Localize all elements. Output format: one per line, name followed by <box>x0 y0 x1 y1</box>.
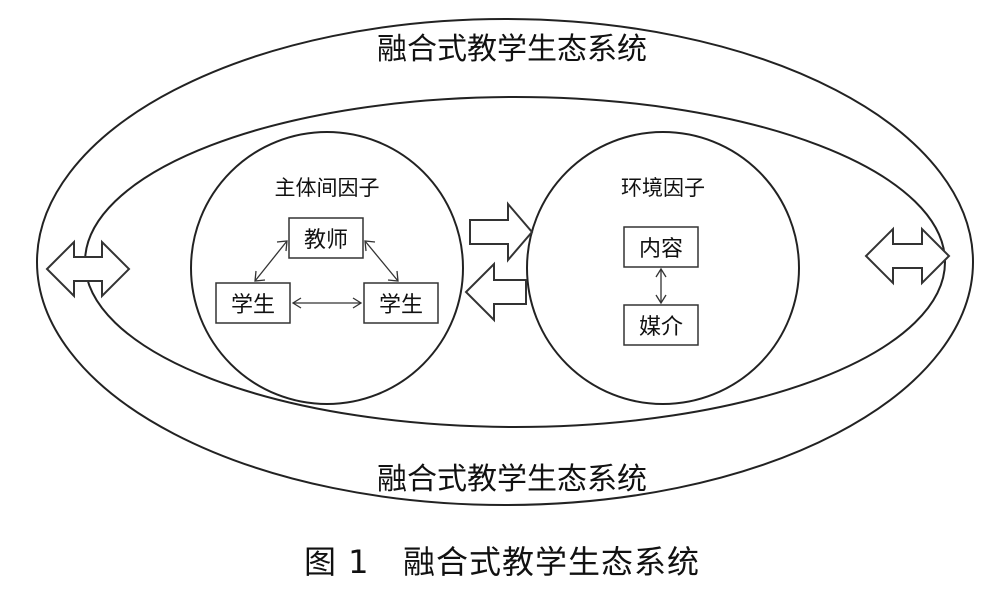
arrowhead-icon <box>655 267 667 278</box>
arrowhead-icon <box>655 294 667 305</box>
outer-title-top: 融合式教学生态系统 <box>377 32 647 67</box>
student-left-label: 学生 <box>230 293 276 318</box>
left-block-arrow-icon <box>464 261 527 323</box>
student-left-box <box>215 282 291 324</box>
media-label: 媒介 <box>638 315 684 340</box>
outer-ellipse <box>36 18 974 506</box>
subject-circle-title: 主体间因子 <box>274 176 380 200</box>
left-double-arrow-icon <box>45 239 131 299</box>
arrowhead-icon <box>387 270 399 282</box>
student-right-box <box>363 282 439 324</box>
arrowhead-icon <box>291 297 302 309</box>
teacher-box <box>288 217 364 259</box>
environment-circle-title: 环境因子 <box>621 176 705 200</box>
connector-teacher-student-left <box>254 240 288 282</box>
arrowhead-icon <box>364 240 376 252</box>
right-block-arrow-icon <box>469 201 534 263</box>
content-label: 内容 <box>638 237 684 262</box>
teacher-label: 教师 <box>303 228 349 253</box>
connector-teacher-student-right <box>364 240 399 282</box>
content-box <box>623 226 699 268</box>
outer-title-bottom: 融合式教学生态系统 <box>377 462 647 497</box>
arrowhead-icon <box>352 297 363 309</box>
figure-caption: 图 1 融合式教学生态系统 <box>303 543 701 581</box>
arrowhead-icon <box>276 240 288 252</box>
environment-circle <box>526 131 800 405</box>
student-right-label: 学生 <box>378 293 424 318</box>
subject-circle <box>190 131 464 405</box>
right-double-arrow-icon <box>864 226 951 286</box>
media-box <box>623 304 699 346</box>
arrowhead-icon <box>254 270 266 282</box>
